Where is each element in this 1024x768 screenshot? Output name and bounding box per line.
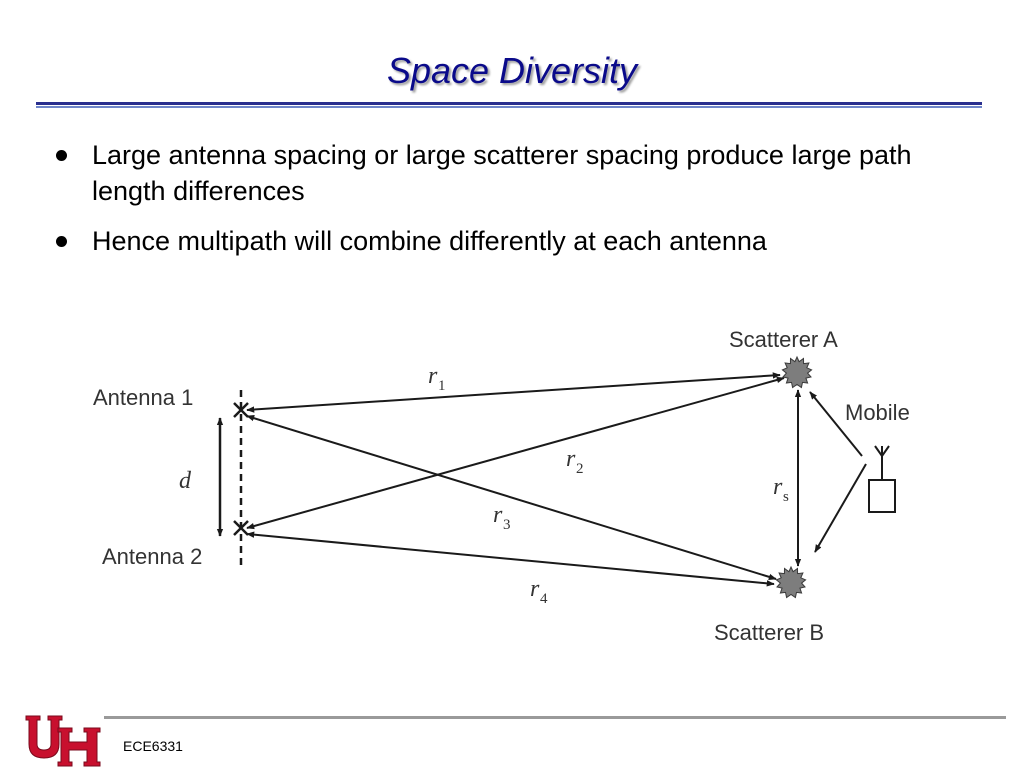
path-r1-label: r 1 — [428, 363, 446, 394]
path-r2-arrow — [246, 376, 785, 530]
scatterer-b-label: Scatterer B — [714, 620, 824, 645]
scatterer-a-label: Scatterer A — [729, 327, 838, 352]
svg-text:r: r — [428, 363, 438, 389]
bullet-text: Hence multipath will combine differently… — [92, 226, 767, 256]
path-r1-arrow — [246, 372, 781, 413]
svg-text:2: 2 — [576, 461, 584, 477]
antenna-2-label: Antenna 2 — [102, 544, 202, 569]
mobile-phone-icon — [868, 445, 896, 513]
path-r2-label: r 2 — [566, 446, 584, 477]
mobile-to-a-arrow — [809, 391, 863, 457]
svg-text:3: 3 — [503, 517, 511, 533]
bullet-item: Large antenna spacing or large scatterer… — [50, 137, 990, 209]
antenna-1-label: Antenna 1 — [93, 385, 193, 410]
bullet-dot-icon — [56, 150, 67, 161]
svg-text:r: r — [773, 474, 783, 500]
mobile-to-b-arrow — [814, 463, 867, 553]
bullet-text: Large antenna spacing or large scatterer… — [92, 140, 912, 206]
svg-text:1: 1 — [438, 378, 446, 394]
svg-text:r: r — [530, 576, 540, 602]
footer-divider — [104, 716, 1006, 719]
slide-title: Space Diversity — [386, 50, 638, 91]
path-r3-label: r 3 — [493, 502, 511, 533]
bullet-list: Large antenna spacing or large scatterer… — [50, 137, 990, 273]
svg-text:4: 4 — [540, 591, 548, 607]
path-r4-label: r 4 — [530, 576, 548, 607]
path-r3-arrow — [246, 415, 777, 580]
bullet-dot-icon — [56, 236, 67, 247]
title-divider — [36, 102, 982, 109]
spacing-d-label: d — [179, 468, 192, 494]
svg-text:r: r — [493, 502, 503, 528]
svg-text:r: r — [566, 446, 576, 472]
scatterer-b-icon — [775, 565, 807, 599]
bullet-item: Hence multipath will combine differently… — [50, 223, 990, 259]
course-code: ECE6331 — [123, 738, 183, 754]
antenna-1-marker-icon — [233, 402, 249, 418]
svg-text:s: s — [783, 489, 789, 505]
path-r4-arrow — [246, 531, 775, 587]
scatterer-a-icon — [781, 355, 813, 389]
uh-logo-icon — [25, 715, 101, 767]
antenna-2-marker-icon — [233, 520, 249, 536]
mobile-label: Mobile — [845, 400, 910, 425]
path-rs-label: r s — [773, 474, 789, 505]
